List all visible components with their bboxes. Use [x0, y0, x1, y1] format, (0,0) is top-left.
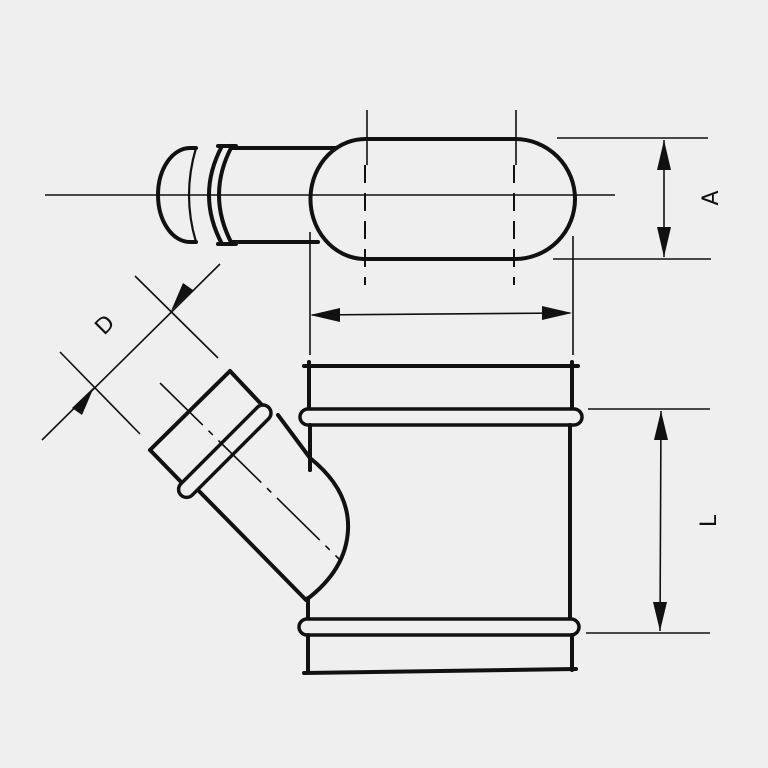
- branch-stub-top: [156, 144, 338, 246]
- dimension-A: A: [553, 137, 724, 260]
- angled-branch: [148, 369, 351, 602]
- dimension-L: L: [586, 408, 722, 634]
- dimension-label-A: A: [699, 190, 724, 205]
- dimension-D: D: [41, 263, 221, 441]
- dimension-label-D: D: [91, 311, 121, 341]
- upper-ring: [298, 407, 584, 427]
- dimension-label-L: L: [697, 514, 722, 527]
- top-view: A: [45, 110, 724, 355]
- stadium-outline: [308, 136, 577, 261]
- lower-ring: [297, 617, 581, 637]
- width-dimension: [310, 306, 572, 322]
- front-view: D L: [41, 263, 722, 675]
